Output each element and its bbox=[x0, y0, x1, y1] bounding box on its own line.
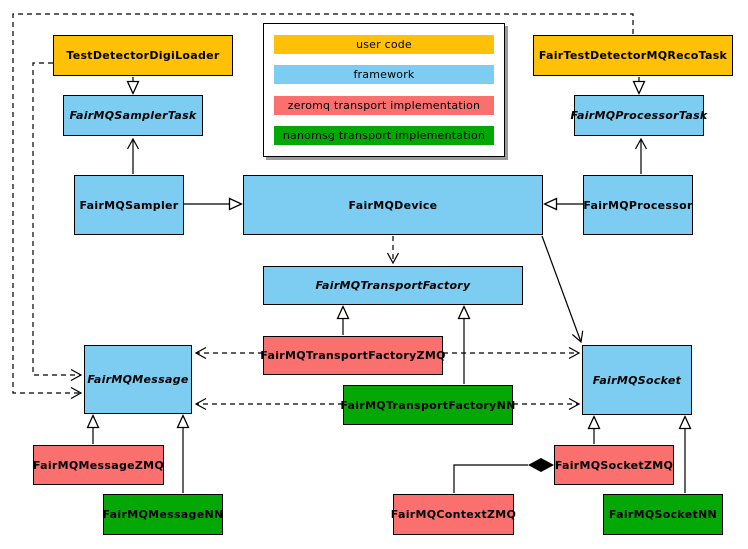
edge-device-socket bbox=[541, 235, 584, 344]
node-fairmqmessagezmq: FairMQMessageZMQ bbox=[33, 445, 164, 485]
composition-diamond-icon bbox=[528, 458, 554, 472]
node-fairmqmessage: FairMQMessage bbox=[84, 345, 192, 414]
node-fairmqsocket: FairMQSocket bbox=[582, 345, 692, 415]
node-fairmqsampler: FairMQSampler bbox=[74, 175, 184, 235]
node-fairmqmessagenn: FairMQMessageNN bbox=[103, 494, 223, 535]
node-fairtestdetectormqrecotask: FairTestDetectorMQRecoTask bbox=[533, 35, 733, 76]
node-fairmqtransportfactory: FairMQTransportFactory bbox=[263, 266, 523, 305]
legend-item-framework: framework bbox=[274, 65, 494, 85]
legend-item-nanomsg: nanomsg transport implementation bbox=[274, 125, 494, 145]
legend-item-zeromq: zeromq transport implementation bbox=[274, 95, 494, 115]
node-fairmqtransportfactoryzmq: FairMQTransportFactoryZMQ bbox=[260, 336, 445, 375]
node-fairmqsocketnn: FairMQSocketNN bbox=[603, 494, 723, 535]
node-fairmqtransportfactorynn: FairMQTransportFactoryNN bbox=[340, 385, 515, 425]
node-fairmqprocessor: FairMQProcessor bbox=[583, 175, 693, 235]
legend-item-user-code: user code bbox=[274, 35, 494, 54]
node-fairmqprocessortask: FairMQProcessorTask bbox=[570, 95, 707, 136]
node-testdetectordigiloader: TestDetectorDigiLoader bbox=[53, 35, 233, 76]
node-fairmqsocketzmq: FairMQSocketZMQ bbox=[554, 445, 674, 485]
legend: user code framework zeromq transport imp… bbox=[263, 23, 505, 157]
node-fairmqcontextzmq: FairMQContextZMQ bbox=[391, 494, 516, 535]
node-fairmqsamplertask: FairMQSamplerTask bbox=[63, 95, 203, 136]
node-fairmqdevice: FairMQDevice bbox=[243, 175, 543, 235]
edge-contextzmq-socketzmq bbox=[453, 464, 528, 493]
